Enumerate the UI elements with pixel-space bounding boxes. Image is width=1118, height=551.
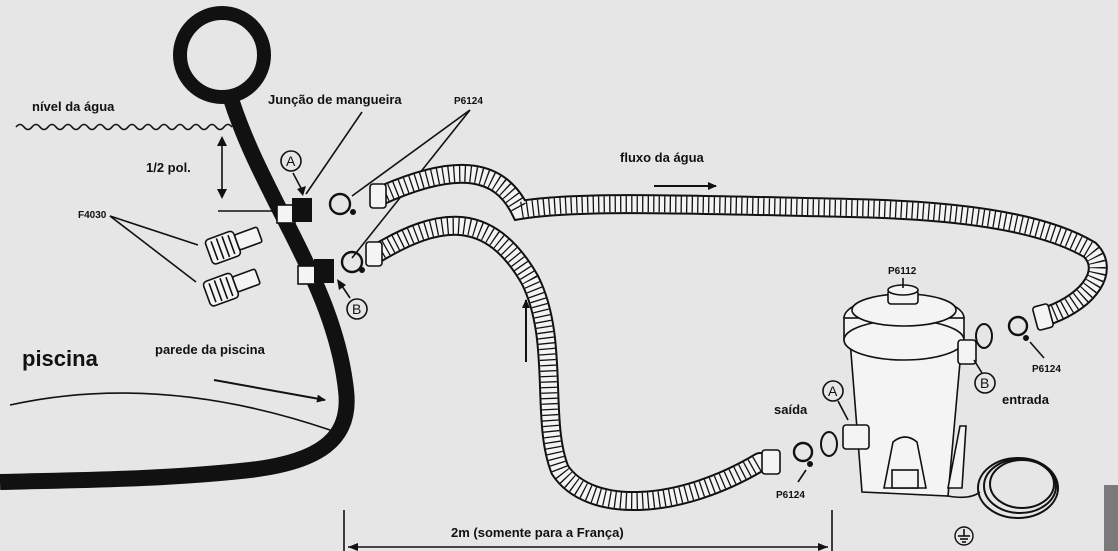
inlet-label: entrada <box>1002 392 1050 407</box>
power-cord <box>948 458 1058 518</box>
svg-text:A: A <box>828 383 838 399</box>
strainer-label: F4030 <box>78 210 107 221</box>
marker-a-wall: A <box>281 151 306 196</box>
cap-part-label: P6112 <box>888 266 917 277</box>
pool-label: piscina <box>22 346 99 371</box>
half-inch-label: 1/2 pol. <box>146 160 191 175</box>
svg-text:B: B <box>980 375 989 391</box>
water-level-label: nível da água <box>32 99 115 114</box>
clamp-label-top: P6124 <box>454 96 483 107</box>
pool-wall-pointer <box>214 380 325 400</box>
pool-wall-label: parede da piscina <box>155 342 266 357</box>
clamp-top <box>330 194 356 215</box>
pool-wall <box>0 13 347 482</box>
water-flow-label: fluxo da água <box>620 150 705 165</box>
distance-label: 2m (somente para a França) <box>451 525 624 540</box>
pool-floor-line <box>10 393 330 430</box>
hose-junction-label: Junção de mangueira <box>268 92 402 107</box>
svg-text:A: A <box>286 153 296 169</box>
marker-b-wall: B <box>337 279 367 319</box>
outlet-label: saída <box>774 402 808 417</box>
side-tab <box>1104 485 1118 551</box>
filter-pump <box>843 285 976 496</box>
water-level-line <box>16 125 232 130</box>
marker-a-pump: A <box>823 381 848 420</box>
strainer-part-top <box>204 222 264 265</box>
hose-lower <box>376 226 760 501</box>
svg-text:B: B <box>352 301 361 317</box>
marker-b-pump: B <box>974 360 995 393</box>
clamp-inlet <box>1009 317 1029 341</box>
ground-icon <box>955 527 973 545</box>
strainer-part-bottom <box>202 264 262 307</box>
clamp-outlet <box>794 443 813 467</box>
clamp-label-inlet: P6124 <box>1032 364 1061 375</box>
clamp-label-outlet: P6124 <box>776 490 805 501</box>
